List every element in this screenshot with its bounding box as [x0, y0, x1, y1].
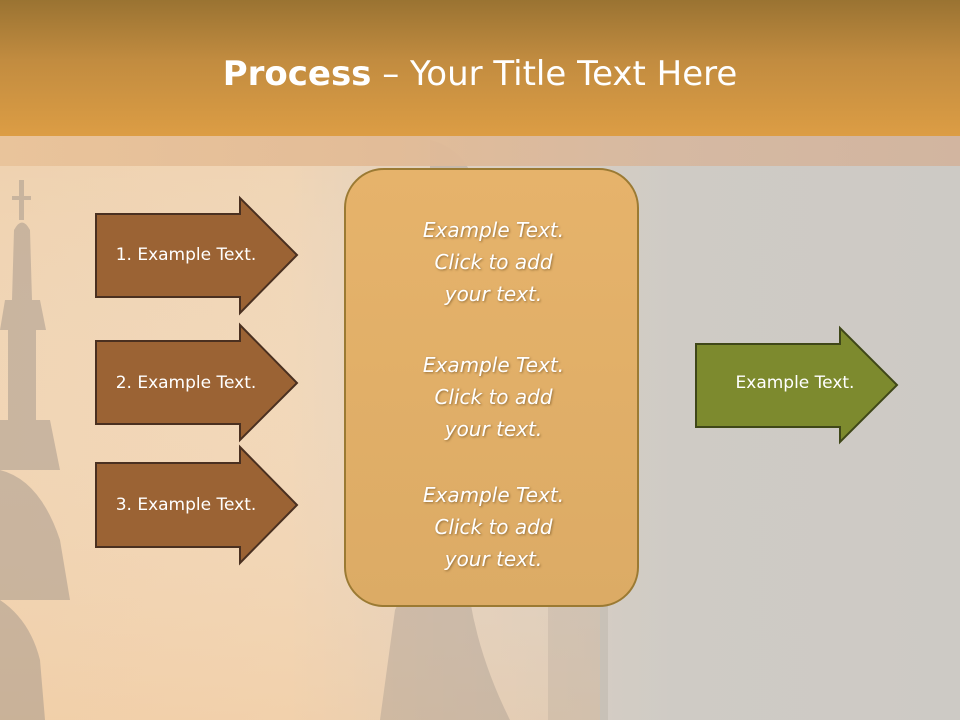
step-1-label[interactable]: 1. Example Text. [115, 245, 257, 265]
step-3-label[interactable]: 3. Example Text. [115, 495, 257, 515]
step-arrow-1[interactable] [95, 195, 299, 316]
center-text-block-3[interactable]: Example Text. Click to add your text. [346, 479, 641, 575]
center-text-line: Click to add [434, 250, 553, 274]
result-label[interactable]: Example Text. [735, 373, 855, 393]
spire-silhouette [0, 180, 70, 720]
center-text-line: your text. [444, 282, 543, 306]
center-text-line: Click to add [434, 515, 553, 539]
center-text-line: Example Text. [422, 483, 565, 507]
step-2-label[interactable]: 2. Example Text. [115, 373, 257, 393]
title-rest-text: – Your Title Text Here [371, 54, 738, 94]
center-text-block-1[interactable]: Example Text. Click to add your text. [346, 214, 641, 310]
header-strip [0, 136, 960, 166]
result-arrow[interactable] [695, 325, 899, 445]
center-text-line: your text. [444, 417, 543, 441]
title-bold-text: Process [222, 54, 372, 94]
center-text-line: Click to add [434, 385, 553, 409]
center-text-line: Example Text. [422, 353, 565, 377]
slide-title[interactable]: Process – Your Title Text Here [0, 52, 960, 96]
step-arrow-2[interactable] [95, 322, 299, 443]
center-text-line: your text. [444, 547, 543, 571]
center-text-block-2[interactable]: Example Text. Click to add your text. [346, 349, 641, 445]
center-text-line: Example Text. [422, 218, 565, 242]
center-text-box[interactable]: Example Text. Click to add your text. Ex… [344, 168, 639, 607]
step-arrow-3[interactable] [95, 444, 299, 566]
header-bar [0, 0, 960, 136]
